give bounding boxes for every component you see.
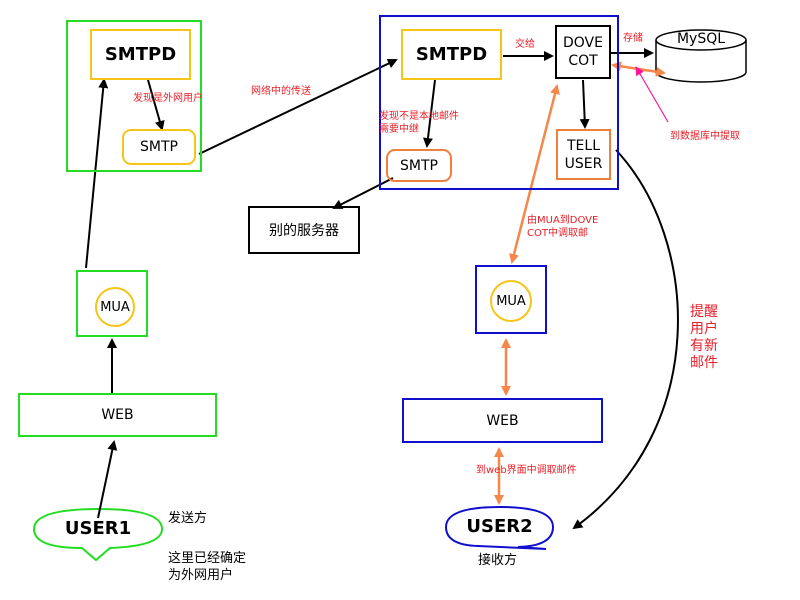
- receiver-smtp-label: SMTP: [400, 157, 438, 174]
- receiver-mua-circle: MUA: [490, 280, 532, 322]
- sender-web-box: WEB: [18, 393, 217, 437]
- other-server-label: 别的服务器: [269, 223, 339, 239]
- fetch-db-label: 到数据库中提取: [670, 131, 740, 142]
- sender-role-label: 发送方: [168, 511, 208, 526]
- store-label: 存储: [623, 33, 643, 44]
- arrow-network-transfer: [198, 58, 398, 155]
- notify-label-line1: 提醒: [690, 304, 718, 320]
- sender-smtp-box: SMTP: [122, 129, 196, 165]
- receiver-mua-label: MUA: [496, 293, 526, 309]
- sender-mua-label: MUA: [100, 299, 130, 315]
- sender-mail-server-box: [66, 20, 202, 172]
- arrow-mua-dovecot-fetch: [509, 84, 560, 264]
- dovecot-label-line2: COT: [568, 53, 598, 69]
- mua-fetch-label-line2: COT中调取邮: [527, 228, 588, 239]
- network-transfer-label: 网络中的传送: [251, 86, 311, 97]
- sender-note-line2: 为外网用户: [168, 568, 234, 583]
- dovecot-box: DOVE COT: [555, 25, 611, 79]
- sender-web-label: WEB: [101, 407, 134, 423]
- arrow-smtp-to-other-server: [332, 177, 394, 209]
- sender-mua-circle: MUA: [95, 287, 135, 327]
- web-fetch-label: 到web界面中调取邮件: [476, 465, 577, 476]
- sender-mua-box: [76, 270, 148, 337]
- arrow-smtpd-to-smtp-sender: [147, 79, 165, 131]
- arrow-db-fetch-pointer: [635, 66, 669, 123]
- notify-label-line2: 用户: [690, 321, 718, 337]
- arrow-mua-to-smtpd-sender: [85, 78, 109, 269]
- receiver-web-label: WEB: [486, 412, 519, 429]
- nonlocal-label-line1: 发现不是本地邮件: [379, 111, 459, 122]
- tell-user-line1: TELL: [567, 137, 600, 154]
- notify-label-line3: 有新: [690, 338, 718, 354]
- sender-note-line1: 这里已经确定: [168, 551, 247, 566]
- user2-bubble-shape: [444, 505, 555, 550]
- receiver-web-box: WEB: [402, 398, 603, 443]
- other-server-box: 别的服务器: [248, 206, 360, 254]
- notify-label-line4: 邮件: [690, 355, 718, 371]
- nonlocal-label-line2: 需要中继: [379, 124, 419, 135]
- sender-smtpd-label: SMTPD: [104, 44, 177, 65]
- sender-smtpd-box: SMTPD: [90, 29, 191, 80]
- arrow-tell-user-to-user2: [572, 149, 679, 530]
- tell-user-line2: USER: [564, 155, 603, 172]
- receiver-smtp-box: SMTP: [386, 149, 452, 182]
- sender-detect-label: 发现是外网用户: [133, 93, 203, 104]
- user2-label: USER2: [466, 516, 533, 537]
- user1-bubble-shape: [32, 507, 164, 562]
- arrow-smtpd-to-smtp-server: [422, 79, 436, 148]
- dovecot-label-line1: DOVE: [563, 35, 603, 51]
- arrow-dovecot-to-tell-user: [579, 79, 590, 129]
- receiver-mail-server-box: [379, 15, 619, 190]
- mua-fetch-label-line1: 由MUA到DOVE: [527, 215, 599, 226]
- mysql-label: MySQL: [676, 31, 726, 47]
- receiver-mua-box: [475, 265, 547, 334]
- arrow-user1-to-web: [97, 440, 118, 519]
- mysql-database-icon: [655, 29, 747, 83]
- user1-label: USER1: [64, 518, 132, 539]
- receiver-smtpd-label: SMTPD: [415, 44, 488, 65]
- sender-smtp-label: SMTP: [140, 139, 178, 155]
- tell-user-box: TELL USER: [556, 129, 611, 180]
- receiver-smtpd-box: SMTPD: [401, 29, 502, 80]
- receiver-role-label: 接收方: [478, 553, 518, 568]
- hand-over-label: 交给: [515, 39, 535, 50]
